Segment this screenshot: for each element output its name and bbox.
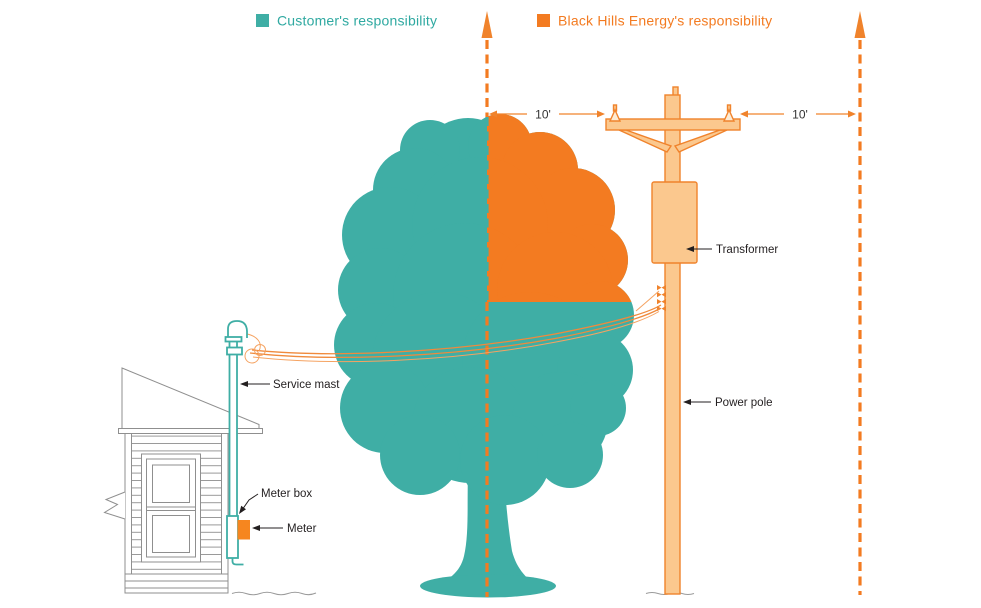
callout-meter-box: Meter box (239, 488, 312, 514)
insulator-right-icon (722, 104, 736, 122)
house-fascia (118, 428, 263, 434)
clearance-left-value: 10' (535, 108, 551, 122)
callout-transformer: Transformer (686, 244, 778, 256)
crossarm-brace-left (618, 129, 673, 153)
legend-company-swatch (537, 14, 550, 27)
legend: Customer's responsibility Black Hills En… (256, 13, 772, 29)
crossarm-brace-right (673, 129, 728, 153)
pointer-arrow-icon (683, 399, 691, 405)
tree (334, 114, 634, 598)
drip-loop (254, 344, 266, 356)
meter-box-label: Meter box (261, 488, 312, 500)
wire-jumper (635, 290, 660, 312)
arrow-left-icon (740, 110, 748, 118)
power-pole (664, 94, 681, 595)
house-roof (121, 367, 260, 429)
transformer-label: Transformer (716, 244, 778, 256)
clearance-left-dimension: 10' (489, 108, 605, 122)
insulator-left-icon (608, 104, 622, 122)
house-foundation (124, 573, 229, 594)
power-pole-assembly (605, 86, 741, 595)
drip-loop (244, 348, 260, 364)
arrow-right-icon (848, 110, 856, 118)
legend-customer-swatch (256, 14, 269, 27)
arrow-left-icon (489, 110, 497, 118)
service-drop-wire (252, 311, 660, 363)
legend-company-label: Black Hills Energy's responsibility (558, 13, 772, 29)
meter-indicator (237, 520, 250, 540)
service-drop-rack-icon (657, 285, 666, 312)
clearance-right-dimension: 10' (740, 108, 856, 122)
crossarm (605, 118, 741, 131)
transformer-box (651, 181, 698, 264)
legend-customer-label: Customer's responsibility (277, 13, 437, 29)
power-pole-label: Power pole (715, 397, 773, 409)
clearance-right-value: 10' (792, 108, 808, 122)
window-pane-top (152, 464, 190, 503)
arrow-right-icon (597, 110, 605, 118)
up-arrow-right-icon (854, 11, 866, 38)
meter-conduit-elbow (231, 558, 244, 566)
weatherhead-icon (227, 320, 248, 341)
callout-power-pole: Power pole (683, 397, 773, 409)
callout-meter: Meter (252, 523, 317, 535)
house-window (141, 453, 201, 563)
pointer-arrow-icon (252, 525, 260, 531)
pointer-arrow-icon (686, 246, 694, 252)
boundary-lines (481, 11, 866, 597)
meter-box-outline (226, 515, 239, 559)
drip-loop (246, 333, 261, 352)
break-mark (103, 491, 126, 520)
window-frame (146, 458, 196, 558)
service-drop-wire (249, 307, 661, 358)
weatherhead-collar (224, 336, 243, 343)
window-pane-bottom (152, 515, 190, 553)
up-arrow-left-icon (481, 11, 493, 38)
ground-line-house (231, 591, 317, 596)
mast-clamp (226, 346, 243, 356)
service-drop-wire (251, 304, 662, 355)
pointer-arrow-icon (240, 381, 248, 387)
house (103, 367, 263, 594)
pointer-arrow-icon (239, 505, 246, 514)
service-drop-wires (244, 290, 662, 364)
meter-label: Meter (287, 523, 317, 535)
callout-service-mast: Service mast (240, 379, 340, 391)
service-entrance (224, 320, 250, 566)
service-mast-pipe (228, 339, 238, 518)
service-mast-label: Service mast (273, 379, 340, 391)
